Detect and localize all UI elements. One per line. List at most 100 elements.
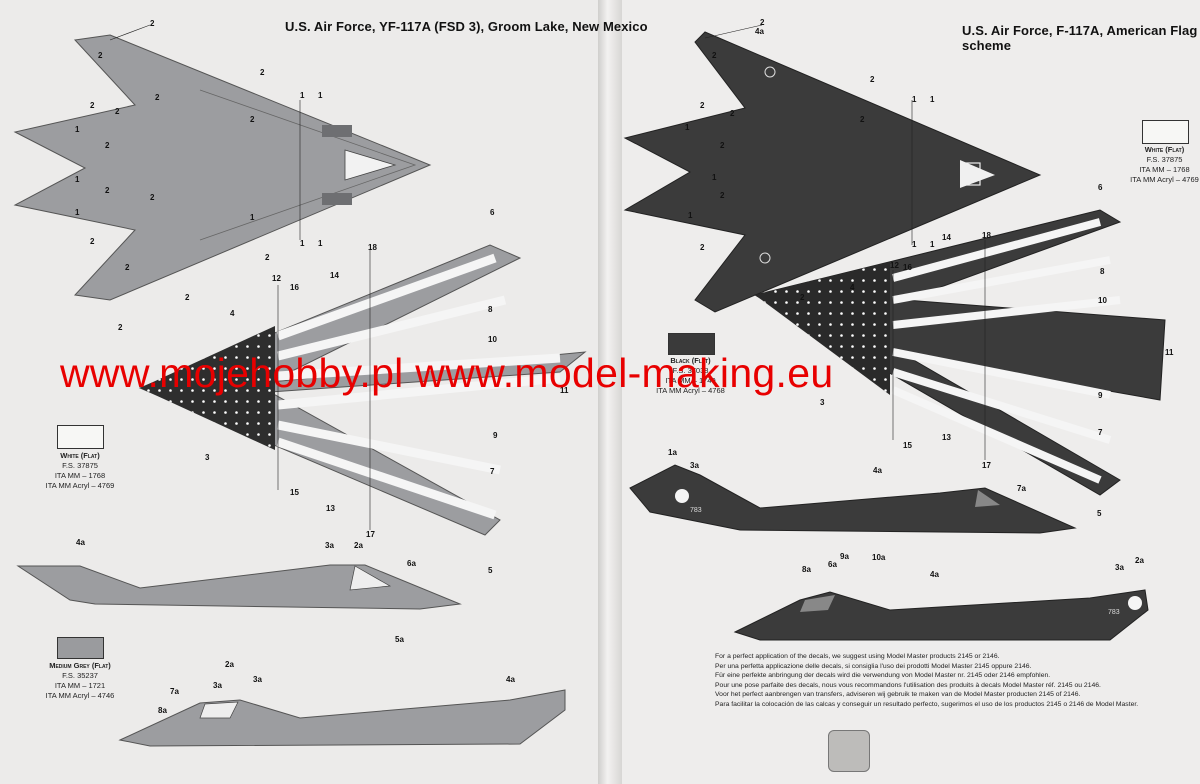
callout-label: 4a [755, 27, 764, 36]
callout-label: 5a [395, 635, 404, 644]
callout-label: 8a [802, 565, 811, 574]
left-side-view-2 [118, 689, 566, 747]
callout-label: 5 [488, 566, 493, 575]
callout-label: 9 [493, 431, 498, 440]
callout-label: 14 [942, 233, 951, 242]
callout-label: 17 [982, 461, 991, 470]
callout-label: 3a [253, 675, 262, 684]
decal-instructions: For a perfect application of the decals,… [715, 653, 1139, 708]
callout-label: 2a [1135, 556, 1144, 565]
callout-label: 2 [155, 93, 160, 102]
callout-label: 2 [860, 115, 865, 124]
callout-label: 8a [158, 706, 167, 715]
callout-label: 2 [700, 243, 705, 252]
callout-label: 4 [850, 283, 855, 292]
callout-label: 6 [1098, 183, 1103, 192]
callout-label: 6a [828, 560, 837, 569]
callout-label: 2 [98, 51, 103, 60]
callout-label: 2 [800, 293, 805, 302]
callout-label: 8 [488, 305, 493, 314]
right-scheme-title: U.S. Air Force, F-117A, American Flag sc… [962, 23, 1198, 53]
callout-label: 11 [1165, 348, 1174, 357]
leader-lines [109, 24, 986, 530]
callout-label: 18 [982, 231, 991, 240]
callout-label: 2 [105, 141, 110, 150]
right-callouts: 2 4a 2 2 2 2 1 2 1 1 2 1 1 2 2 1 2 1 6 1… [668, 18, 1174, 579]
callout-label: 7 [1098, 428, 1103, 437]
callout-label: 1 [930, 95, 935, 104]
callout-label: 1 [688, 211, 693, 220]
right-side-view-1 [629, 464, 1077, 534]
callout-label: 1 [300, 91, 305, 100]
swatch-grey-left [57, 637, 104, 659]
callout-label: 3a [1115, 563, 1124, 572]
callout-label: 10 [488, 335, 497, 344]
callout-label: 2a [354, 541, 363, 550]
right-side-view-2 [733, 589, 1149, 641]
callout-label: 15 [290, 488, 299, 497]
callout-label: 1a [668, 448, 677, 457]
callout-label: 7 [490, 467, 495, 476]
callout-label: 5 [1097, 509, 1102, 518]
callout-label: 16 [290, 283, 299, 292]
callout-label: 2 [720, 141, 725, 150]
right-bottom-view [753, 209, 1166, 496]
callout-label: 4 [230, 309, 235, 318]
callout-label: 6a [407, 559, 416, 568]
callout-label: 2 [265, 253, 270, 262]
callout-label: 2 [105, 186, 110, 195]
callout-label: 2 [260, 68, 265, 77]
callout-label: 2 [150, 193, 155, 202]
left-scheme-title: U.S. Air Force, YF-117A (FSD 3), Groom L… [285, 19, 648, 34]
callout-label: 2 [118, 323, 123, 332]
callout-label: 15 [903, 441, 912, 450]
callout-label: 2 [90, 237, 95, 246]
callout-label: 2 [125, 263, 130, 272]
swatch-black-right-label: Black (Flat) F.S. 37038 ITA MM – 1749 IT… [656, 356, 725, 395]
callout-label: 1 [75, 208, 80, 217]
left-bottom-view [138, 244, 587, 536]
right-top-view [623, 31, 1042, 313]
callout-label: 7a [170, 687, 179, 696]
callout-label: 9a [840, 552, 849, 561]
callout-label: 12 [890, 261, 899, 270]
callout-label: 11 [560, 386, 569, 395]
callout-label: 4a [506, 675, 515, 684]
callout-label: 7a [1017, 484, 1026, 493]
callout-label: 2 [185, 293, 190, 302]
callout-label: 16 [903, 263, 912, 272]
callout-label: 1 [912, 240, 917, 249]
callout-label: 1 [250, 213, 255, 222]
callout-label: 14 [330, 271, 339, 280]
callout-label: 2 [90, 101, 95, 110]
left-callouts: 2 2 2 2 2 2 1 2 1 1 1 1 2 2 2 2 2 2 1 2 … [75, 19, 569, 715]
callout-label: 2 [730, 109, 735, 118]
callout-label: 1 [318, 239, 323, 248]
callout-label: 3a [690, 461, 699, 470]
callout-label: 13 [942, 433, 951, 442]
callout-label: 17 [366, 530, 375, 539]
callout-label: 2 [700, 101, 705, 110]
callout-label: 1 [75, 175, 80, 184]
callout-label: 1 [318, 91, 323, 100]
swatch-white-left-label: White (Flat) F.S. 37875 ITA MM – 1768 IT… [45, 451, 115, 490]
callout-label: 2 [115, 107, 120, 116]
page-fold [598, 0, 622, 784]
callout-label: 1 [300, 239, 305, 248]
callout-label: 4a [76, 538, 85, 547]
callout-label: 2 [150, 19, 155, 28]
swatch-black-right [668, 333, 715, 355]
callout-label: 13 [326, 504, 335, 513]
watermark: www.mojehobby.pl www.model-making.eu [60, 350, 834, 396]
swatch-white-right [1142, 120, 1189, 144]
decal-diagram-icon [828, 730, 870, 772]
callout-label: 2 [712, 51, 717, 60]
callout-label: 2 [250, 115, 255, 124]
callout-label: 3a [213, 681, 222, 690]
callout-label: 3 [820, 398, 825, 407]
callout-label: 3a [325, 541, 334, 550]
left-side-view-1 [16, 564, 462, 610]
callout-label: 1 [685, 123, 690, 132]
callout-label: 3 [205, 453, 210, 462]
